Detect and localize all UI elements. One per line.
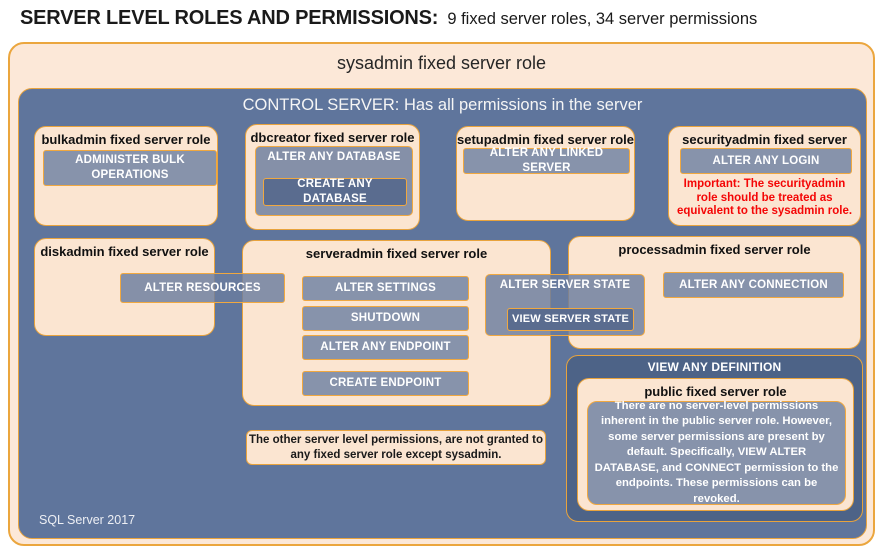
permission-alter-any-connection: ALTER ANY CONNECTION: [663, 272, 844, 298]
page-title: SERVER LEVEL ROLES AND PERMISSIONS: 9 fi…: [20, 7, 870, 30]
page-title-main: SERVER LEVEL ROLES AND PERMISSIONS:: [20, 7, 439, 29]
diskadmin-label: diskadmin fixed server role: [40, 244, 209, 259]
permission-create-any-database: CREATE ANY DATABASE: [263, 178, 407, 206]
permission-alter-any-linked-server: ALTER ANY LINKED SERVER: [463, 147, 630, 174]
permission-alter-resources: ALTER RESOURCES: [120, 273, 285, 303]
public-role-label: public fixed server role: [644, 384, 787, 399]
securityadmin-warning-text: Important: The securityadmin role should…: [676, 178, 853, 217]
bulkadmin-label: bulkadmin fixed server role: [41, 132, 211, 147]
serveradmin-label: serveradmin fixed server role: [305, 246, 488, 261]
role-box-public: public fixed server role There are no se…: [577, 378, 854, 511]
sysadmin-role-box: sysadmin fixed server role CONTROL SERVE…: [8, 42, 875, 546]
alter-any-database-label: ALTER ANY DATABASE: [267, 151, 401, 163]
permission-alter-server-state: ALTER SERVER STATE VIEW SERVER STATE: [485, 274, 645, 336]
control-server-box: CONTROL SERVER: Has all permissions in t…: [18, 88, 867, 539]
role-box-dbcreator: dbcreator fixed server role ALTER ANY DA…: [245, 124, 420, 230]
public-role-description-text: There are no server-level permissions in…: [594, 399, 839, 505]
dbcreator-label: dbcreator fixed server role: [250, 130, 415, 145]
role-box-setupadmin: setupadmin fixed server role ALTER ANY L…: [456, 126, 635, 221]
sysadmin-role-label: sysadmin fixed server role: [336, 53, 547, 73]
permission-alter-any-login: ALTER ANY LOGIN: [680, 148, 852, 174]
permission-shutdown: SHUTDOWN: [302, 306, 469, 331]
permission-alter-settings: ALTER SETTINGS: [302, 276, 469, 301]
permission-view-any-definition: VIEW ANY DEFINITION: [647, 360, 782, 374]
role-box-bulkadmin: bulkadmin fixed server role ADMINISTER B…: [34, 126, 218, 226]
setupadmin-label: setupadmin fixed server role: [457, 132, 635, 147]
page-title-subtitle: 9 fixed server roles, 34 server permissi…: [447, 10, 758, 28]
sql-server-version-label: SQL Server 2017: [39, 513, 136, 527]
processadmin-label: processadmin fixed server role: [618, 242, 811, 257]
permission-administer-bulk-operations: ADMINISTER BULK OPERATIONS: [43, 150, 217, 186]
permission-alter-any-endpoint: ALTER ANY ENDPOINT: [302, 335, 469, 360]
alter-server-state-label: ALTER SERVER STATE: [499, 279, 631, 291]
other-permissions-note-text: The other server level permissions, are …: [249, 434, 543, 461]
control-server-label: CONTROL SERVER: Has all permissions in t…: [242, 96, 643, 114]
public-role-description-box: There are no server-level permissions in…: [587, 400, 846, 505]
permission-create-endpoint: CREATE ENDPOINT: [302, 371, 469, 396]
other-permissions-note-box: The other server level permissions, are …: [246, 430, 546, 465]
permission-alter-any-database: ALTER ANY DATABASE CREATE ANY DATABASE: [255, 146, 413, 216]
view-any-definition-panel: VIEW ANY DEFINITION public fixed server …: [566, 355, 863, 522]
role-box-securityadmin: securityadmin fixed server role ALTER AN…: [668, 126, 861, 226]
permission-view-server-state: VIEW SERVER STATE: [507, 308, 634, 331]
